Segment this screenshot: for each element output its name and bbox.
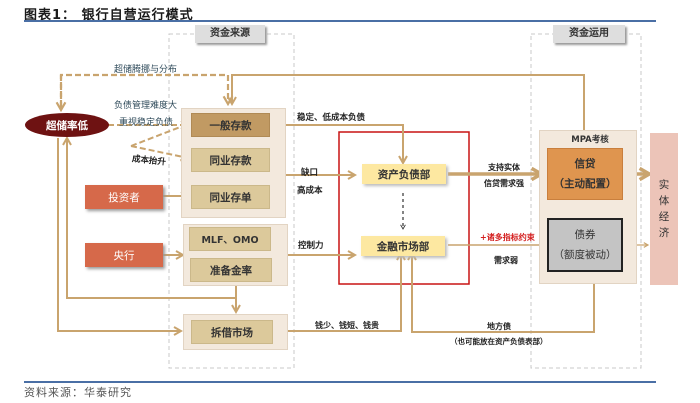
label-money-scarce: 钱少、钱短、钱贵 [315, 320, 379, 330]
label-credit-demand: 信贷需求强 [484, 178, 524, 188]
figure-title: 图表1： 银行自营运行模式 [24, 8, 194, 23]
label-high-cost: 高成本 [297, 186, 323, 196]
credit-node: 信贷 （主动配置） [547, 148, 623, 200]
interbank-bracket [274, 150, 355, 210]
section-label-funding-use: 资金运用 [553, 25, 625, 43]
bond-title: 债券 [574, 229, 596, 241]
low-excess-reserve-node: 超储率低 [25, 113, 109, 137]
money-scarce-line [286, 250, 406, 332]
label-stable-low-cost: 稳定、低成本负债 [297, 113, 366, 123]
funding-use-region [530, 33, 642, 369]
credit-title: 信贷 [574, 158, 596, 170]
label-gap: 缺口 [301, 168, 319, 178]
general-deposit-node: 一般存款 [191, 113, 270, 137]
stable-liab-line [270, 124, 408, 166]
label-value-stable-liab: 重视稳定负债 [119, 118, 174, 128]
dashed-loop [59, 73, 234, 107]
top-return-line [227, 74, 585, 164]
label-local-bond-note: （也可能放在资产负债表部） [450, 337, 548, 346]
interbank-cd-node: 同业存单 [191, 185, 270, 209]
interbank-deposit-node: 同业存款 [191, 148, 270, 172]
alm-dept-node: 资产负债部 [362, 164, 446, 184]
label-weak-demand: 需求弱 [494, 255, 518, 265]
funding-source-region [168, 33, 295, 369]
left-loop-a [62, 135, 236, 299]
local-bond-line [407, 250, 595, 333]
real-economy-node: 实 体 经 济 [650, 133, 678, 285]
label-control: 控制力 [298, 241, 324, 251]
label-support-real: 支持实体 [488, 162, 520, 172]
mlf-omo-node: MLF、OMO [189, 227, 271, 251]
fin-market-dept-node: 金融市场部 [361, 236, 445, 256]
label-excess-reserve-distribution: 超储腾挪与分布 [114, 65, 178, 75]
label-local-bond: 地方债 [487, 321, 511, 331]
left-loop-b [57, 138, 184, 336]
interbank-lending-node: 拆借市场 [191, 320, 273, 344]
bond-subtitle: （额度被动） [553, 249, 617, 261]
investor-node: 投资者 [85, 185, 163, 209]
footer-rule [24, 381, 656, 383]
dashed-cost [130, 123, 189, 147]
label-constraints: +诸多指标约束 [480, 232, 535, 242]
mpa-label: MPA考核 [571, 135, 609, 145]
central-bank-node: 央行 [85, 243, 163, 267]
dashed-cost2 [130, 145, 190, 162]
title-rule [24, 20, 656, 22]
label-liability-mgmt-hard: 负债管理难度大 [114, 101, 178, 111]
credit-subtitle: （主动配置） [553, 178, 617, 190]
reserve-ratio-node: 准备金率 [190, 258, 272, 282]
section-label-funding-source: 资金来源 [195, 25, 265, 43]
source-note: 资料来源：华泰研究 [24, 386, 132, 399]
bond-node: 债券 （额度被动） [547, 218, 623, 272]
